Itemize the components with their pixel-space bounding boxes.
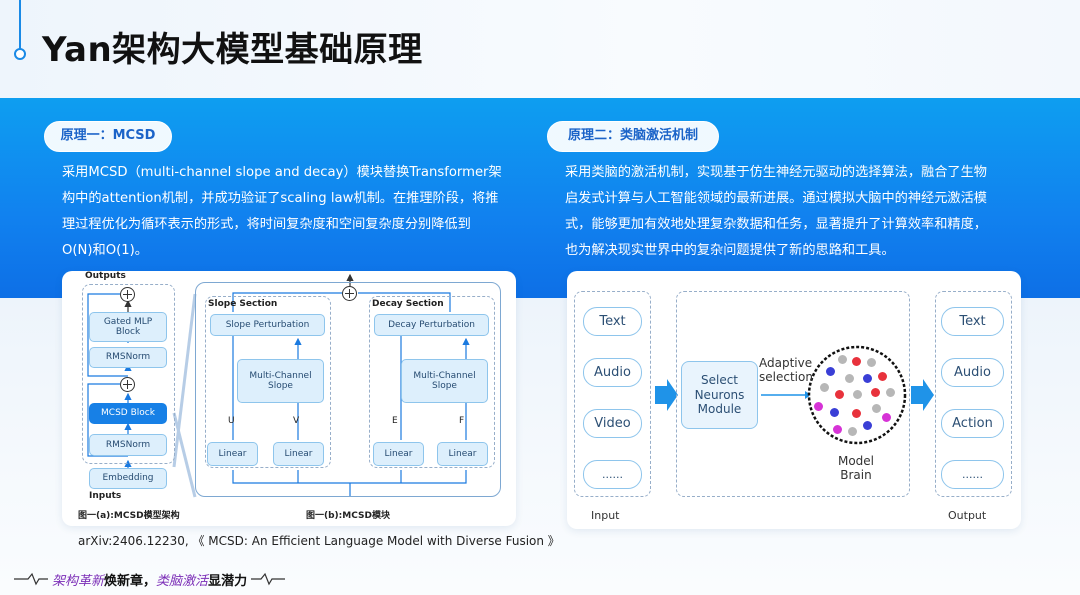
principle-two-heading: 原理二：类脑激活机制 [547, 121, 719, 152]
input-text: Text [583, 307, 642, 336]
neuron-dot [872, 404, 881, 413]
neuron-dot [852, 409, 861, 418]
outputs-label: Outputs [85, 271, 126, 281]
u-label: U [228, 416, 235, 426]
decay-section-frame [369, 296, 495, 468]
neuron-dot [848, 427, 857, 436]
title-accent-line [19, 0, 21, 50]
add-icon [342, 286, 357, 301]
input-video: Video [583, 409, 642, 438]
slogan-part-4: 显潜力 [208, 573, 248, 589]
add-icon [120, 287, 135, 302]
output-label: Output [948, 509, 987, 522]
input-more: ...... [583, 460, 642, 489]
principle-two-line-3: 式，能够更加有效地处理复杂数据和任务，显著提升了计算效率和精度， [565, 217, 987, 232]
heartbeat-icon [251, 572, 286, 586]
model-architecture-frame [82, 284, 175, 464]
rmsnorm-top-block: RMSNorm [89, 347, 167, 368]
neuron-dot [835, 390, 844, 399]
principle-two-line-2: 启发式计算与人工智能领域的最新进展。通过模拟大脑中的神经元激活模 [565, 191, 987, 206]
linear-e-block: Linear [373, 442, 424, 466]
f-label: F [459, 416, 465, 426]
embedding-block: Embedding [89, 468, 167, 489]
linear-f-block: Linear [437, 442, 488, 466]
inputs-label: Inputs [89, 491, 122, 501]
gated-mlp-block: Gated MLP Block [89, 312, 167, 342]
blue-band [0, 98, 1080, 298]
model-brain-label: Model Brain [837, 454, 875, 483]
output-audio: Audio [941, 358, 1004, 387]
neuron-dot [871, 388, 880, 397]
neuron-dot [830, 408, 839, 417]
principle-one-description: 采用MCSD（multi-channel slope and decay）模块替… [62, 160, 520, 264]
v-label: V [293, 416, 300, 426]
neuron-dot [833, 425, 842, 434]
principle-one-line-4: O(N)和O(1)。 [62, 243, 148, 258]
output-frame [935, 291, 1012, 497]
slogan-text: 架构革新焕新章，类脑激活显潜力 [52, 570, 247, 589]
principle-one-line-1: 采用MCSD（multi-channel slope and decay）模块替… [62, 165, 502, 180]
neuron-dot [845, 374, 854, 383]
title-accent-dot [14, 48, 26, 60]
caption-a: 图一(a):MCSD模型架构 [78, 511, 180, 521]
slope-perturbation-block: Slope Perturbation [210, 314, 325, 336]
neuron-dot [814, 402, 823, 411]
principle-one-line-3: 理过程优化为循环表示的形式，将时间复杂度和空间复杂度分别降低到 [62, 217, 471, 232]
principle-two-line-4: 也为解决现实世界中的复杂问题提供了新的思路和工具。 [565, 243, 895, 258]
neuron-dot [867, 358, 876, 367]
multi-channel-slope-left: Multi-Channel Slope [237, 359, 324, 403]
mcsd-module-frame [195, 282, 501, 497]
brain-diagram-card: Text Audio Video ...... Input Select Neu… [567, 271, 1021, 529]
slogan-part-1: 架构革新 [52, 573, 105, 589]
output-action: Action [941, 409, 1004, 438]
slogan-part-2: 焕新章 [104, 573, 144, 589]
slogan-part-3: 类脑激活 [156, 573, 209, 589]
select-neurons-module: Select Neurons Module [681, 361, 758, 429]
linear-u-block: Linear [207, 442, 258, 466]
principle-one-line-2: 构中的attention机制，并成功验证了scaling law机制。在推理阶段… [62, 191, 499, 206]
e-label: E [392, 416, 398, 426]
caption-b: 图一(b):MCSD模块 [306, 511, 390, 521]
neuron-dot [820, 383, 829, 392]
neuron-dot [853, 390, 862, 399]
heartbeat-icon [14, 572, 48, 586]
neuron-dot [886, 388, 895, 397]
mcsd-diagram-card: Outputs Gated MLP Block RMSNorm MCSD Blo… [62, 271, 516, 526]
decay-perturbation-block: Decay Perturbation [374, 314, 489, 336]
multi-channel-slope-right: Multi-Channel Slope [401, 359, 488, 403]
input-audio: Audio [583, 358, 642, 387]
principle-one-heading: 原理一：MCSD [44, 121, 172, 152]
add-icon [120, 377, 135, 392]
neuron-dot [838, 355, 847, 364]
neuron-dot [878, 372, 887, 381]
linear-v-block: Linear [273, 442, 324, 466]
slope-section-frame [205, 296, 331, 468]
citation: arXiv:2406.12230, 《 MCSD: An Efficient L… [78, 534, 560, 548]
rmsnorm-bottom-block: RMSNorm [89, 434, 167, 456]
input-frame [574, 291, 651, 497]
principle-two-description: 采用类脑的激活机制，实现基于仿生神经元驱动的选择算法，融合了生物 启发式计算与人… [565, 160, 1020, 264]
page-title: Yan架构大模型基础原理 [42, 30, 423, 70]
mcsd-block: MCSD Block [89, 403, 167, 424]
neuron-dot [826, 367, 835, 376]
neuron-dot [852, 357, 861, 366]
output-text: Text [941, 307, 1004, 336]
processing-frame [676, 291, 910, 497]
neuron-dot [863, 374, 872, 383]
principle-two-line-1: 采用类脑的激活机制，实现基于仿生神经元驱动的选择算法，融合了生物 [565, 165, 987, 180]
output-more: ...... [941, 460, 1004, 489]
adaptive-selection-label: Adaptive selection [759, 356, 813, 384]
slogan-separator: ， [143, 573, 157, 589]
slope-section-label: Slope Section [208, 299, 278, 309]
footer-slogan: 架构革新焕新章，类脑激活显潜力 [14, 570, 286, 589]
neuron-dot [882, 413, 891, 422]
input-label: Input [591, 509, 620, 522]
title-bar [0, 0, 1080, 98]
neuron-dot [863, 421, 872, 430]
decay-section-label: Decay Section [372, 299, 444, 309]
